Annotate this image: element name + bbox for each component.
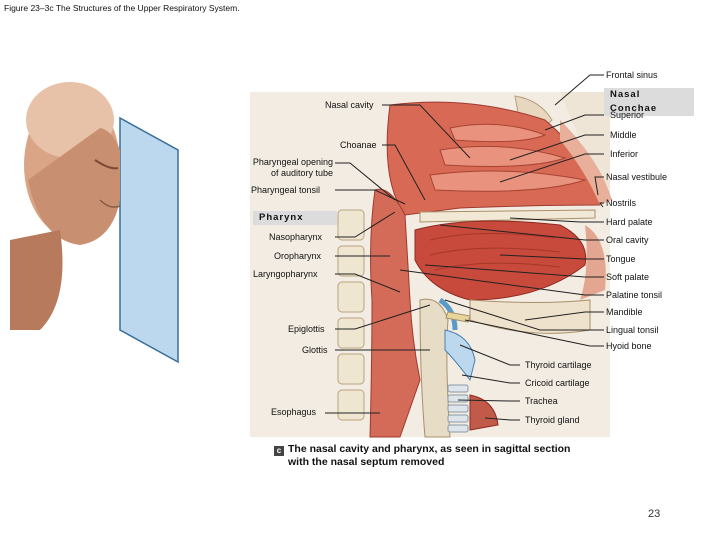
caption-badge: c	[274, 446, 284, 456]
label-superior: Superior	[610, 110, 645, 120]
label-soft-palate: Soft palate	[606, 272, 650, 282]
label-lingual-tonsil: Lingual tonsil	[606, 325, 659, 335]
figure-title: Figure 23–3c The Structures of the Upper…	[4, 3, 240, 13]
label-middle: Middle	[610, 130, 637, 140]
label-epiglottis: Epiglottis	[288, 324, 325, 334]
label-oropharynx: Oropharynx	[274, 251, 322, 261]
label-nasal-vestibule: Nasal vestibule	[606, 172, 668, 182]
label-inferior: Inferior	[610, 149, 639, 159]
label-nasal-cavity: Nasal cavity	[325, 100, 374, 110]
label-pharyngeal-opening: Pharyngeal opening	[252, 157, 333, 167]
label-mandible: Mandible	[606, 307, 643, 317]
label-esophagus: Esophagus	[271, 407, 317, 417]
header-nasal-conchae: Nasal Conchae	[604, 88, 694, 116]
label-thyroid-gland: Thyroid gland	[525, 415, 580, 425]
label-choanae: Choanae	[340, 140, 377, 150]
header-pharynx: Pharynx	[253, 211, 337, 225]
label-oral-cavity: Oral cavity	[606, 235, 649, 245]
head-photo	[10, 82, 179, 364]
label-pharyngeal-tonsil: Pharyngeal tonsil	[251, 185, 321, 195]
label-of-auditory-tube: of auditory tube	[270, 168, 333, 178]
page-number: 23	[648, 508, 661, 520]
label-nostrils: Nostrils	[606, 198, 637, 208]
label-laryngopharynx: Laryngopharynx	[253, 269, 318, 279]
caption-text: The nasal cavity and pharynx, as seen in…	[288, 443, 571, 468]
label-thyroid-cartilage: Thyroid cartilage	[525, 360, 592, 370]
label-palatine-tonsil: Palatine tonsil	[606, 290, 663, 300]
label-nasopharynx: Nasopharynx	[269, 232, 323, 242]
label-hard-palate: Hard palate	[606, 217, 653, 227]
label-hyoid-bone: Hyoid bone	[606, 341, 652, 351]
leader-lines	[325, 74, 604, 421]
label-glottis: Glottis	[302, 345, 328, 355]
sagittal-section	[250, 92, 612, 438]
label-tongue: Tongue	[606, 254, 636, 264]
label-frontal-sinus: Frontal sinus	[606, 70, 658, 80]
label-trachea: Trachea	[525, 396, 558, 406]
label-cricoid-cartilage: Cricoid cartilage	[525, 378, 590, 388]
